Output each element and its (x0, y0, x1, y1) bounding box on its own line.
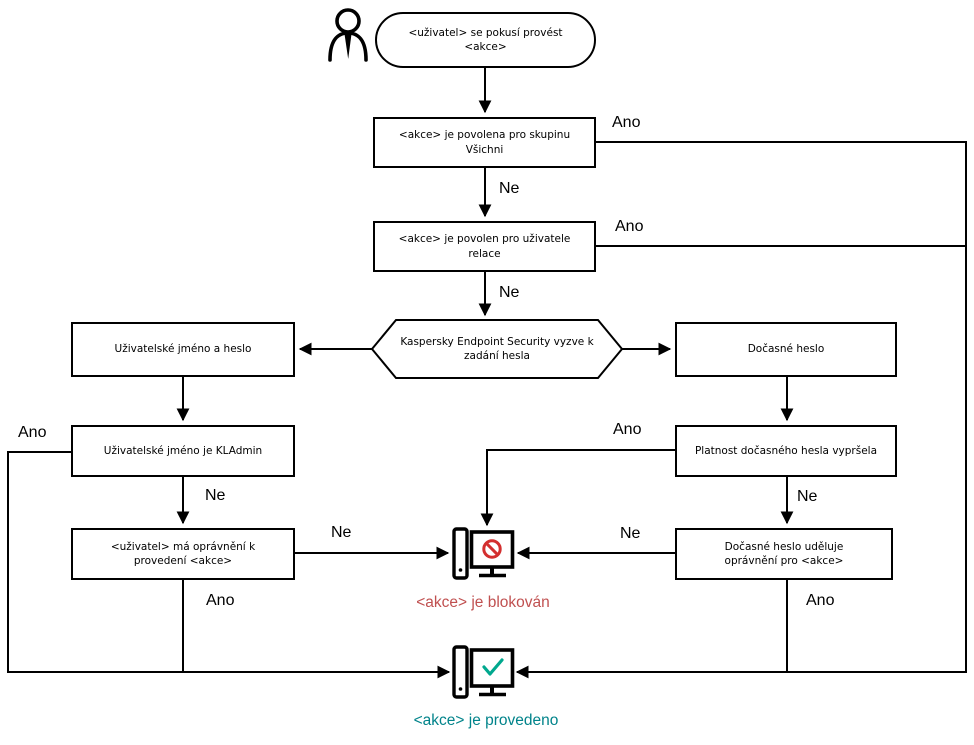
node-password-prompt: Kaspersky Endpoint Security vyzve k zadá… (400, 335, 594, 362)
connector-kladmin-yes-to-performed (7, 451, 451, 679)
node-user-has-permission: <uživatel> má oprávnění k provedení <akc… (71, 528, 295, 580)
edge-label-grants-yes: Ano (806, 592, 835, 609)
success-computer-icon (452, 645, 515, 699)
blocked-computer-icon (452, 527, 515, 580)
edge-label-permission-no: Ne (331, 524, 352, 541)
edge-label-everyone-no: Ne (499, 180, 520, 197)
node-username-and-password: Uživatelské jméno a heslo (71, 322, 295, 377)
node-start: <uživatel> se pokusí provést <akce> (375, 12, 596, 68)
edge-label-kladmin-no: Ne (205, 487, 226, 504)
edge-label-session-yes: Ano (615, 218, 644, 235)
edge-label-grants-no: Ne (620, 525, 641, 542)
node-allowed-for-everyone: <akce> je povolena pro skupinu Všichni (373, 117, 596, 168)
node-temp-password-expired: Platnost dočasného hesla vypršela (675, 425, 897, 477)
edge-label-everyone-yes: Ano (612, 114, 641, 131)
prohibition-icon (482, 539, 502, 559)
edge-label-session-no: Ne (499, 284, 520, 301)
edge-label-expired-no: Ne (797, 488, 818, 505)
connector-expired-yes-to-blocked (480, 449, 675, 527)
node-username-is-kladmin: Uživatelské jméno je KLAdmin (71, 425, 295, 477)
edge-label-kladmin-yes: Ano (18, 424, 47, 441)
node-temporary-password: Dočasné heslo (675, 322, 897, 377)
user-icon (328, 8, 368, 62)
edge-label-expired-yes: Ano (613, 421, 642, 438)
check-icon (482, 658, 504, 676)
node-temp-password-grants: Dočasné heslo uděluje oprávnění pro <akc… (675, 528, 893, 580)
edge-label-permission-yes: Ano (206, 592, 235, 609)
node-allowed-for-session-user: <akce> je povolen pro uživatele relace (373, 221, 596, 272)
result-blocked-label: <akce> je blokován (416, 594, 550, 611)
connector-everyone-yes-to-performed (515, 141, 967, 679)
result-performed-label: <akce> je provedeno (413, 712, 559, 729)
